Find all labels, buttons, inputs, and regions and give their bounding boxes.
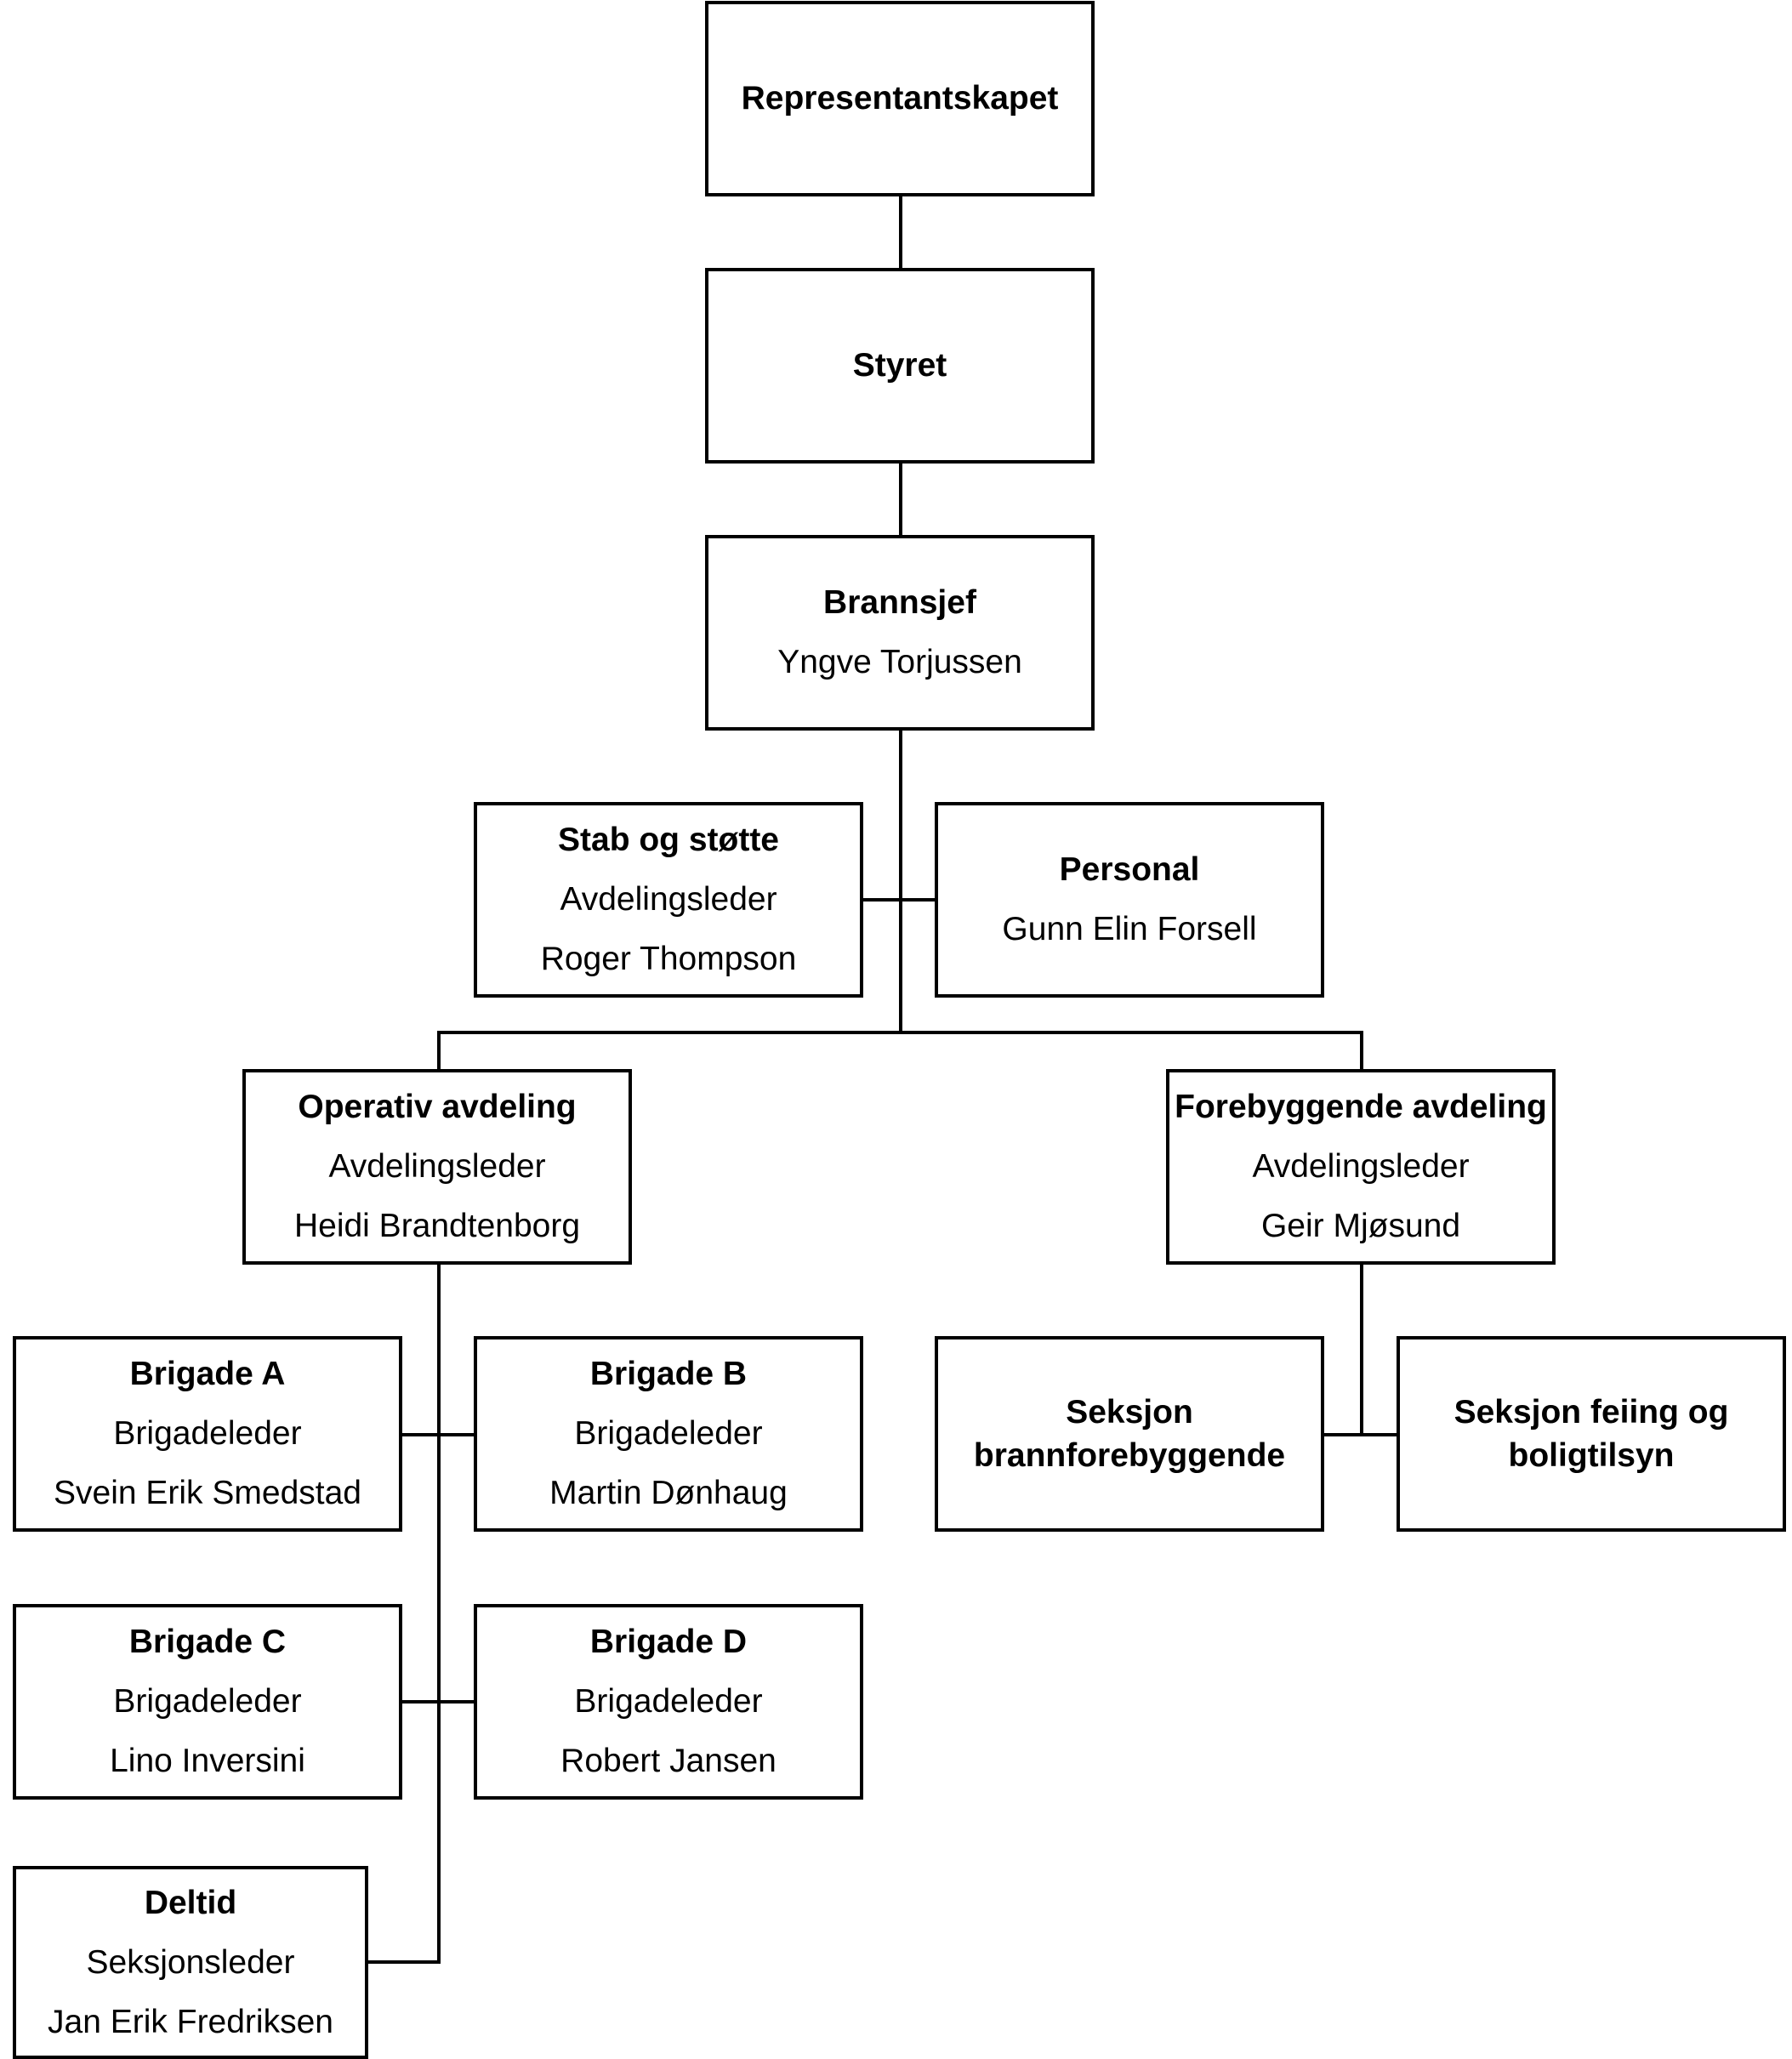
box-stab-og-stotte: Stab og støtte Avdelingsleder Roger Thom…	[474, 802, 863, 998]
box-title: Deltid	[144, 1884, 237, 1921]
box-title: Stab og støtte	[558, 822, 779, 858]
box-person-name: Geir Mjøsund	[1260, 1208, 1461, 1244]
box-title: Brigade B	[589, 1356, 748, 1392]
box-person-name: Svein Erik Smedstad	[54, 1475, 361, 1511]
box-seksjon-feiing-og-boligtilsyn: Seksjon feiing og boligtilsyn	[1397, 1336, 1786, 1532]
box-role: Brigadeleder	[113, 1683, 302, 1720]
box-person-name: Lino Inversini	[110, 1743, 305, 1779]
connector-line	[899, 196, 902, 270]
box-role: Brigadeleder	[574, 1415, 763, 1452]
box-title: Forebyggende avdeling	[1175, 1089, 1547, 1125]
box-brannsjef: Brannsjef Yngve Torjussen	[705, 535, 1095, 731]
box-role: Avdelingsleder	[560, 881, 777, 918]
box-title: Brigade D	[589, 1624, 748, 1660]
box-title: Representantskapet	[741, 80, 1059, 117]
connector-line	[437, 1031, 441, 1071]
box-personal: Personal Gunn Elin Forsell	[935, 802, 1324, 998]
box-seksjon-brannforebyggende: Seksjon brannforebyggende	[935, 1336, 1324, 1532]
box-title: Personal	[1059, 851, 1200, 888]
box-role: Brigadeleder	[574, 1683, 763, 1720]
connector-line	[401, 1700, 476, 1704]
box-title: Operativ avdeling	[298, 1089, 577, 1125]
connector-line	[1322, 1433, 1398, 1436]
connector-line	[437, 1031, 1363, 1034]
box-role: Brigadeleder	[113, 1415, 302, 1452]
box-title: Seksjon feiing og boligtilsyn	[1454, 1394, 1729, 1474]
connector-line	[899, 729, 902, 1034]
box-person-name: Martin Dønhaug	[549, 1475, 788, 1511]
connector-line	[1360, 1262, 1363, 1436]
box-role: Seksjonsleder	[86, 1943, 295, 1981]
connector-line	[437, 1262, 441, 1964]
box-operativ-avdeling: Operativ avdeling Avdelingsleder Heidi B…	[242, 1069, 632, 1265]
box-role: Avdelingsleder	[1252, 1148, 1470, 1185]
box-title: Brannsjef	[823, 584, 976, 621]
box-person-name: Heidi Brandtenborg	[293, 1208, 581, 1244]
box-person-name: Robert Jansen	[560, 1743, 777, 1779]
box-title: Brigade A	[129, 1356, 286, 1392]
box-brigade-b: Brigade B Brigadeleder Martin Dønhaug	[474, 1336, 863, 1532]
box-brigade-c: Brigade C Brigadeleder Lino Inversini	[13, 1604, 402, 1800]
box-representantskapet: Representantskapet	[705, 1, 1095, 196]
box-styret: Styret	[705, 268, 1095, 464]
connector-line	[1360, 1031, 1363, 1071]
box-brigade-a: Brigade A Brigadeleder Svein Erik Smedst…	[13, 1336, 402, 1532]
box-deltid: Deltid Seksjonsleder Jan Erik Fredriksen	[13, 1866, 368, 2059]
box-person-name: Gunn Elin Forsell	[1002, 911, 1257, 947]
box-title: Seksjon brannforebyggende	[973, 1394, 1286, 1474]
connector-line	[899, 462, 902, 537]
box-person-name: Yngve Torjussen	[777, 644, 1022, 680]
box-title: Brigade C	[128, 1624, 287, 1660]
connector-line	[367, 1960, 441, 1964]
box-brigade-d: Brigade D Brigadeleder Robert Jansen	[474, 1604, 863, 1800]
box-title: Styret	[852, 347, 947, 384]
box-person-name: Roger Thompson	[540, 941, 797, 977]
box-person-name: Jan Erik Fredriksen	[48, 2003, 333, 2040]
box-role: Avdelingsleder	[328, 1148, 546, 1185]
box-forebyggende-avdeling: Forebyggende avdeling Avdelingsleder Gei…	[1166, 1069, 1556, 1265]
connector-line	[401, 1433, 476, 1436]
connector-line	[861, 898, 940, 902]
